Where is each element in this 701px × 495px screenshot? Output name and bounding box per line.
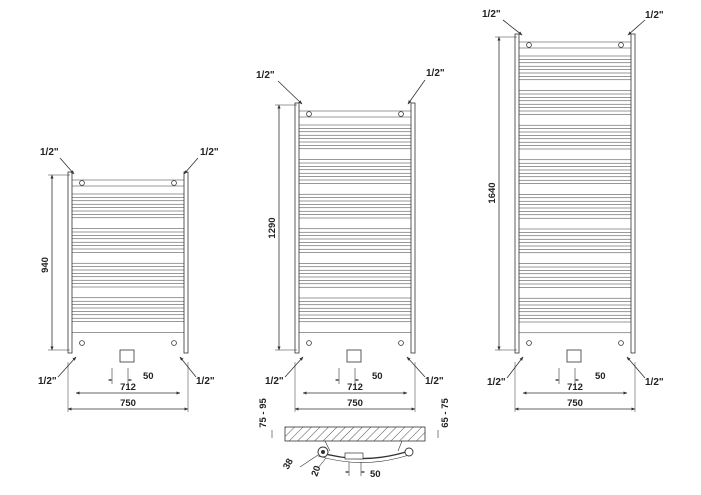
large-connection-bottom-left: 1/2" bbox=[487, 377, 506, 388]
medium-width-label: 750 bbox=[347, 398, 363, 409]
mounting-bracket bbox=[171, 340, 177, 346]
wall-gap-left-label: 75 - 95 bbox=[258, 397, 269, 427]
mounting-bracket bbox=[526, 340, 532, 346]
large-width-label: 750 bbox=[567, 398, 583, 409]
mounting-bracket bbox=[618, 340, 624, 346]
small-height-label: 940 bbox=[40, 257, 51, 273]
large-width-dimension: 750 bbox=[514, 362, 636, 412]
radiator-small-body bbox=[67, 171, 189, 354]
small-connection-bottom-right: 1/2" bbox=[196, 376, 215, 387]
side-tube-right bbox=[183, 171, 189, 354]
side-tube-left bbox=[294, 102, 300, 354]
side-valve bbox=[344, 452, 364, 460]
mounting-bracket bbox=[79, 180, 85, 186]
mounting-bracket bbox=[618, 42, 624, 48]
small-connection-top-left: 1/2" bbox=[40, 147, 59, 158]
mounting-bracket bbox=[171, 180, 177, 186]
tube-diameter-label: 38 bbox=[281, 457, 296, 472]
mounting-bracket bbox=[306, 340, 312, 346]
small-width-label: 750 bbox=[120, 398, 136, 409]
small-connection-bottom-left: 1/2" bbox=[38, 376, 57, 387]
large-connection-bottom-right: 1/2" bbox=[645, 377, 664, 388]
radiator-large: 1/2" 1/2" 1640 1/2" 1/2" 50 712 bbox=[482, 9, 664, 412]
small-connection-top-right: 1/2" bbox=[200, 147, 219, 158]
small-axis-dimension: 712 bbox=[75, 382, 181, 395]
wall-gap-right-label: 65 - 75 bbox=[440, 397, 451, 427]
small-axis-label: 712 bbox=[120, 382, 136, 393]
wall-section bbox=[284, 426, 426, 442]
large-valve: 50 bbox=[555, 349, 606, 384]
mounting-bracket bbox=[526, 42, 532, 48]
medium-connection-top-right: 1/2" bbox=[426, 68, 445, 79]
large-connection-top-right: 1/2" bbox=[645, 10, 664, 21]
radiator-large-body bbox=[514, 33, 636, 354]
medium-width-dimension: 750 bbox=[294, 362, 416, 412]
radiator-profile-curve bbox=[317, 449, 413, 460]
radiator-medium: 1/2" 1/2" 1290 1/2" 1/2" 50 712 bbox=[256, 68, 445, 412]
medium-height-dimension: 1290 bbox=[267, 104, 297, 351]
large-axis-label: 712 bbox=[567, 382, 583, 393]
medium-connection-bottom-left: 1/2" bbox=[265, 376, 284, 387]
small-offset-label: 50 bbox=[143, 371, 154, 382]
large-offset-label: 50 bbox=[595, 371, 606, 382]
mounting-bracket bbox=[398, 111, 404, 117]
side-offset-label: 50 bbox=[370, 469, 381, 480]
mounting-bracket bbox=[79, 340, 85, 346]
large-axis-dimension: 712 bbox=[522, 382, 628, 395]
mounting-bracket bbox=[306, 111, 312, 117]
side-tube-left bbox=[67, 171, 73, 354]
tube-section-right bbox=[404, 447, 414, 457]
side-tube-left bbox=[514, 33, 520, 354]
small-height-dimension: 940 bbox=[40, 174, 70, 351]
radiator-small: 1/2" 1/2" 940 1/2" 1/2" 50 712 bbox=[38, 147, 219, 412]
radiator-medium-body bbox=[294, 102, 416, 354]
large-height-dimension: 1640 bbox=[487, 36, 517, 351]
medium-connection-top-left: 1/2" bbox=[256, 70, 275, 81]
medium-height-label: 1290 bbox=[267, 217, 278, 238]
rail-diameter-label: 20 bbox=[309, 464, 323, 478]
large-height-label: 1640 bbox=[487, 182, 498, 203]
large-connection-top-left: 1/2" bbox=[482, 9, 501, 20]
medium-axis-label: 712 bbox=[347, 382, 363, 393]
side-view-detail: 75 - 95 65 - 75 38 20 50 bbox=[258, 397, 451, 480]
medium-axis-dimension: 712 bbox=[302, 382, 408, 395]
mounting-bracket bbox=[398, 340, 404, 346]
small-valve: 50 bbox=[108, 349, 154, 384]
medium-valve: 50 bbox=[335, 349, 383, 384]
side-tube-right bbox=[410, 102, 416, 354]
side-tube-right bbox=[630, 33, 636, 354]
small-width-dimension: 750 bbox=[67, 362, 189, 412]
medium-connection-bottom-right: 1/2" bbox=[425, 376, 444, 387]
medium-offset-label: 50 bbox=[372, 371, 383, 382]
